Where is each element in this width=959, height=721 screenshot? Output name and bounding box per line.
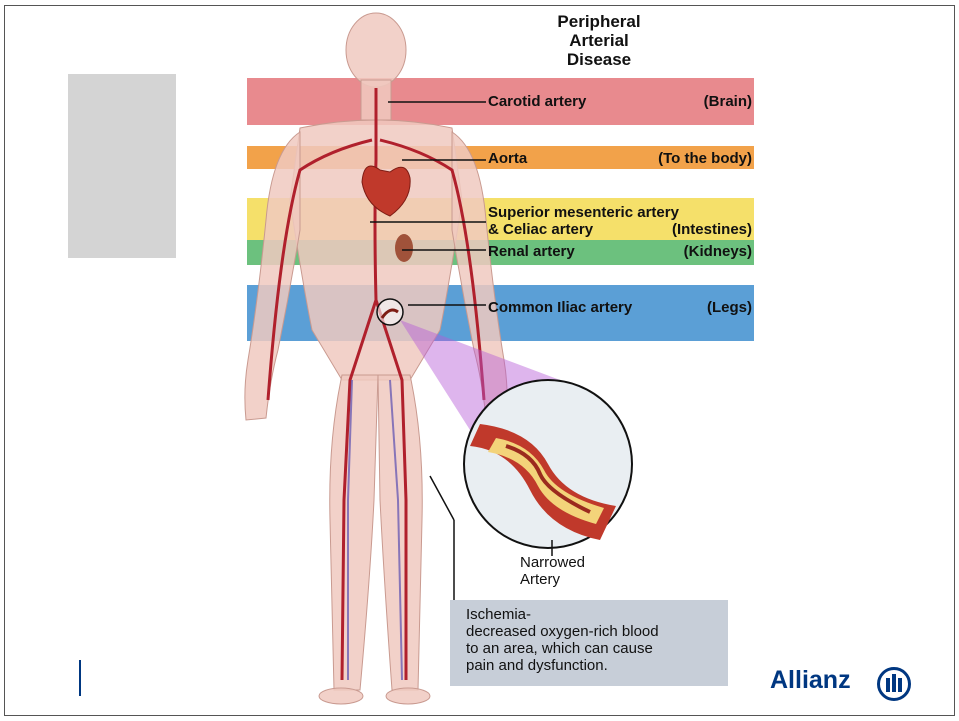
- region-legs: (Legs): [660, 299, 752, 316]
- label-iliac: Common Iliac artery: [488, 299, 632, 316]
- allianz-logo-text: Allianz: [770, 666, 851, 695]
- diagram-title: Peripheral Arterial Disease: [540, 12, 658, 69]
- title-line-3: Disease: [540, 50, 658, 69]
- title-line-1: Peripheral: [540, 12, 658, 31]
- region-kidneys: (Kidneys): [640, 243, 752, 260]
- narrowed-artery-label: Narrowed Artery: [520, 554, 585, 588]
- footer-divider: [79, 660, 81, 696]
- label-mesenteric-line2: & Celiac artery: [488, 221, 593, 238]
- region-body: (To the body): [600, 150, 752, 167]
- region-intestines: (Intestines): [620, 221, 752, 238]
- label-renal: Renal artery: [488, 243, 575, 260]
- label-aorta: Aorta: [488, 150, 527, 167]
- label-carotid: Carotid artery: [488, 93, 586, 110]
- region-brain: (Brain): [640, 93, 752, 110]
- label-mesenteric-line1: Superior mesenteric artery: [488, 204, 679, 221]
- allianz-eagle-icon: [876, 666, 912, 702]
- ischemia-caption: Ischemia- decreased oxygen-rich blood to…: [466, 606, 659, 674]
- title-line-2: Arterial: [540, 31, 658, 50]
